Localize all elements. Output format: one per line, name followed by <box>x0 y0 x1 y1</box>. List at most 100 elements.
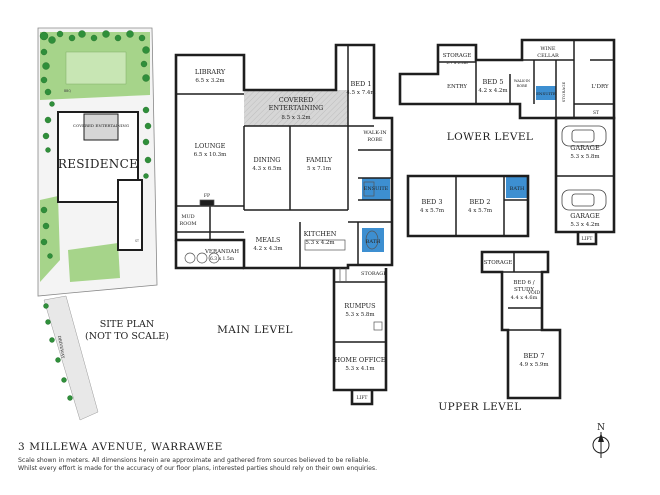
bed6-dims: 4.4 x 4.6m <box>511 295 538 301</box>
site-covered-label: COVERED ENTERTAINING <box>73 123 129 128</box>
meals-name: MEALS <box>256 236 281 244</box>
car-icons <box>561 125 607 211</box>
property-address: 3 MILLEWA AVENUE, WARRAWEE <box>18 441 223 453</box>
storage-lower-dims: 2.7 x 2.2m <box>446 60 468 65</box>
storage-upper-name: STORAGE <box>484 260 512 266</box>
garage1-dims: 5.3 x 5.8m <box>570 154 600 160</box>
disclaimer-line-2: Whilst every effort is made for the accu… <box>18 465 378 472</box>
garage2-name: GARAGE <box>570 212 600 220</box>
fp-label: FP <box>204 193 210 199</box>
bed3-dims: 4 x 5.7m <box>420 208 445 214</box>
upper-level-title: UPPER LEVEL <box>438 401 521 413</box>
main-fixtures <box>184 181 383 331</box>
garage1-name: GARAGE <box>570 144 600 152</box>
verandah-name: VERANDAH <box>204 249 239 255</box>
library-dims: 6.5 x 3.2m <box>195 78 225 84</box>
family-dims: 5 x 7.1m <box>307 166 332 172</box>
bed5-name: BED 5 <box>483 78 504 86</box>
bath-main-name: BATH <box>366 239 381 245</box>
compass-label: N <box>597 423 605 433</box>
ensuite-lower-wet <box>536 86 556 100</box>
ensuite-wet-area <box>362 178 390 200</box>
bed5-dims: 4.2 x 4.2m <box>478 88 508 94</box>
ldry-name: L'DRY <box>591 84 609 90</box>
main-outer-wall <box>174 43 394 270</box>
rear-lawn <box>68 243 120 282</box>
bed7-name: BED 7 <box>524 352 545 360</box>
bbq-label: BBQ <box>64 89 71 93</box>
lower-level-title: LOWER LEVEL <box>447 131 534 143</box>
pool-area <box>65 51 127 85</box>
lower-level: STORAGE 2.7 x 2.2m ENTRY BED 5 4.2 x 4.2… <box>398 38 616 246</box>
wine-cellar-1: WINE <box>540 46 555 52</box>
main-level: LIBRARY 6.5 x 3.2m COVERED ENTERTAINING … <box>174 43 394 406</box>
walk-in-robe-1: WALK-IN <box>363 130 387 136</box>
bed7-dims: 4.9 x 5.9m <box>519 362 549 368</box>
covered-dims: 8.5 x 3.2m <box>281 115 311 121</box>
lower-outer-wall <box>398 38 616 120</box>
lounge-dims: 6.5 x 10.3m <box>194 152 228 158</box>
upper-outer-wall <box>406 174 530 238</box>
verandah-wall <box>174 240 244 270</box>
driveway-path <box>43 295 99 421</box>
covered-hatch <box>244 90 348 126</box>
walk-in-robe-lower-1: WALK-IN <box>514 79 530 83</box>
ensuite-main-name: ENSUITE <box>364 186 389 192</box>
bath-upper-name: BATH <box>510 186 525 192</box>
dining-name: DINING <box>254 156 281 164</box>
covered-name-2: ENTERTAINING <box>269 104 324 112</box>
library-name: LIBRARY <box>195 68 226 76</box>
covered-name-1: COVERED <box>279 96 313 104</box>
main-interior-walls <box>176 45 392 343</box>
dining-dims: 4.3 x 6.5m <box>252 166 282 172</box>
bath-upper-wet <box>506 176 528 198</box>
garage2-dims: 5.3 x 4.2m <box>570 222 600 228</box>
wine-cellar-2: CELLAR <box>537 53 559 59</box>
upper-interior-walls <box>455 176 560 331</box>
lift-wall <box>350 390 374 406</box>
home-office-dims: 5.3 x 4.1m <box>345 366 375 372</box>
site-plan-note: (NOT TO SCALE) <box>85 331 169 342</box>
residence-wing <box>117 179 143 251</box>
footer: 3 MILLEWA AVENUE, WARRAWEE Scale shown i… <box>18 441 438 473</box>
kitchen-name: KITCHEN <box>304 230 337 238</box>
side-lawn <box>40 196 60 282</box>
bed6-name-2: STUDY <box>514 287 534 293</box>
main-level-title: MAIN LEVEL <box>217 324 293 336</box>
driveway-label: DRIVEWAY <box>57 335 66 359</box>
bed1-name: BED 1 <box>351 80 372 88</box>
storage-lower2-name: STORAGE <box>561 82 566 103</box>
north-compass: N <box>592 423 610 458</box>
lower-interior-walls <box>438 40 614 177</box>
bed3-name: BED 3 <box>422 198 443 206</box>
mud-room-1: MUD <box>181 214 194 220</box>
rumpus-name: RUMPUS <box>344 302 375 310</box>
site-st-label: ST <box>135 239 139 243</box>
garage-wall <box>554 116 616 234</box>
ensuite-lower-name: ENSUITE <box>536 91 556 96</box>
site-covered-entertaining <box>83 113 119 141</box>
bed1-dims: 4.5 x 7.4m <box>346 90 376 96</box>
entry-name: ENTRY <box>447 84 467 90</box>
rumpus-wing-wall <box>332 268 388 392</box>
bed6-name-1: BED 6 / <box>513 280 534 286</box>
storage-lower-name: STORAGE <box>443 53 471 59</box>
walk-in-robe-2: ROBE <box>367 137 383 143</box>
family-name: FAMILY <box>306 156 333 164</box>
kitchen-dims: 5.3 x 4.2m <box>305 240 335 246</box>
lift-lower-name: LIFT <box>582 236 593 242</box>
north-arrow-icon <box>598 433 604 442</box>
storage-main-name: STORAGE <box>361 271 387 277</box>
lounge-name: LOUNGE <box>195 142 226 150</box>
void-name: VOID <box>527 290 541 296</box>
site-plan: RESIDENCE COVERED ENTERTAINING BBQ ST DR… <box>37 27 169 421</box>
bed2-name: BED 2 <box>470 198 491 206</box>
rumpus-dims: 5.3 x 5.8m <box>345 312 375 318</box>
meals-dims: 4.2 x 4.3m <box>253 246 283 252</box>
residence-label: RESIDENCE <box>58 157 138 171</box>
home-office-name: HOME OFFICE <box>334 356 385 364</box>
upper-wing-wall <box>480 250 562 400</box>
lift-main-name: LIFT <box>357 395 368 401</box>
site-covered-label-1: COVERED ENTERTAINING <box>73 123 129 128</box>
